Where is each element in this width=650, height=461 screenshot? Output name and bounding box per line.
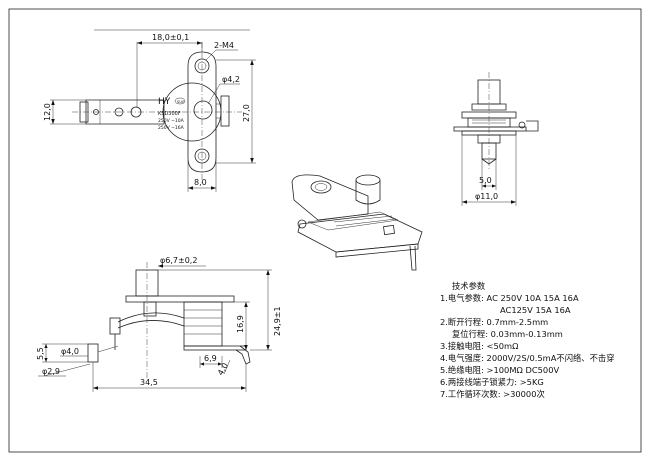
dim-outer-label: φ11,0: [475, 192, 498, 201]
dim-knob-label: φ6,7±0,2: [160, 256, 197, 265]
iso-terminal-block: [383, 224, 395, 236]
side-terminal: [87, 343, 99, 363]
spec-line: 6.两接线端子锁紧力: >5KG: [440, 377, 544, 387]
dim-length-label: 34,5: [140, 378, 158, 387]
plan-view: HY SUG KSD300F 250V ∼10A 250V ∼16A 18,0±…: [43, 29, 256, 192]
spec-line: 5.绝缘电阻: >100MΩ DC500V: [440, 365, 559, 375]
dim-55-arrows: [44, 344, 48, 362]
iso-knob: [355, 180, 381, 205]
dim-phi29-label: φ2,9: [42, 367, 60, 376]
side-top-plate: [125, 295, 235, 303]
side-spring-lower: [117, 320, 185, 329]
terminal-plate: [85, 99, 165, 125]
dim-55-label: 5,5: [36, 347, 45, 360]
drawing-border: [8, 8, 642, 453]
dim-screw-leader: [205, 49, 217, 61]
brand-label: HY: [158, 97, 171, 107]
side-spring-upper: [117, 312, 185, 323]
dim-right-label: 27,0: [242, 104, 251, 122]
side-spacer: [143, 301, 157, 317]
terminal-screw: [114, 107, 124, 117]
dim-hole-label: φ4,2: [222, 75, 240, 84]
iso-top-hole-inner: [314, 183, 328, 191]
isometric-view: [291, 174, 423, 271]
iso-contact-line-1: [333, 215, 393, 223]
bracket-right: [526, 120, 539, 132]
spec-line: 复位行程: 0.03mm-0.13mm: [452, 329, 563, 339]
bracket-rivet: [518, 121, 526, 129]
base-plate: [453, 126, 527, 132]
side-base-plate: [183, 345, 247, 351]
iso-knob-top: [355, 174, 381, 186]
dim-phi4-label: φ4,0: [61, 347, 79, 356]
certification-mark: [174, 97, 186, 105]
dim-knob-arrow: [158, 264, 163, 268]
side-view: φ6,7±0,2 24,9±1 16,9 6,9 4,0 34,5 5,5: [36, 256, 282, 392]
iso-mount-hole: [297, 219, 307, 229]
spec-line: 4.电气强度: 2000V/2S/0.5mA不闪络、不击穿: [440, 353, 615, 363]
bracket-outline: [187, 51, 217, 173]
iso-top-hole: [310, 180, 332, 194]
upper-collar: [471, 103, 507, 111]
dim-hole-leader: [207, 83, 221, 105]
dim-left-arrows: [51, 100, 55, 124]
dim-width-label: 18,0±0,1: [152, 33, 189, 42]
iso-contact-strip: [307, 211, 399, 231]
dim-bottom-label: 8,0: [194, 178, 207, 187]
dim-left-label: 12,0: [43, 103, 52, 121]
body-center-boss: [193, 100, 213, 120]
rating-line-2: 250V ∼16A: [158, 125, 185, 131]
spec-line: 1.电气参数: AC 250V 10A 15A 16A: [440, 293, 579, 303]
side-terminal-wire: [97, 345, 119, 353]
side-lug: [220, 95, 230, 127]
iso-contact-line-2: [335, 218, 397, 227]
spec-line: AC125V 15A 16A: [500, 305, 571, 315]
dim-height-label: 24,9±1: [273, 306, 282, 336]
dim-inner-arrows: [482, 184, 496, 188]
dim-mid-label: 16,9: [236, 315, 245, 333]
specifications: 技术参数 1.电气参数: AC 250V 10A 15A 16A AC125V …: [440, 281, 615, 399]
front-view: 5,0 φ11,0: [453, 72, 539, 206]
model-label: KSD300F: [158, 111, 181, 117]
iso-terminal-pin: [409, 245, 417, 271]
iso-base-plate: [297, 213, 423, 253]
spec-line: 2.断开行程: 0.7mm-2.5mm: [440, 317, 548, 327]
dim-inner-label: 5,0: [479, 176, 492, 185]
side-contact: [109, 317, 121, 335]
iso-plate-edge: [335, 243, 419, 258]
dim-screw-label: 2-M4: [214, 41, 234, 50]
dim-mid-arrows: [244, 302, 248, 350]
spec-line: 3.接触电阻: <50mΩ: [440, 341, 519, 351]
rating-line-1: 250V ∼10A: [158, 118, 185, 124]
spec-title: 技术参数: [452, 281, 486, 291]
side-bimetal-stack: [183, 301, 223, 347]
dim-tab-leader: [223, 359, 231, 375]
certification-mark-text: SUG: [177, 100, 185, 104]
side-tab: [235, 345, 251, 365]
spec-line: 7.工作循环次数: >30000次: [440, 389, 545, 399]
dim-phi29-leader: [43, 363, 91, 377]
dim-small-label: 6,9: [204, 354, 217, 363]
